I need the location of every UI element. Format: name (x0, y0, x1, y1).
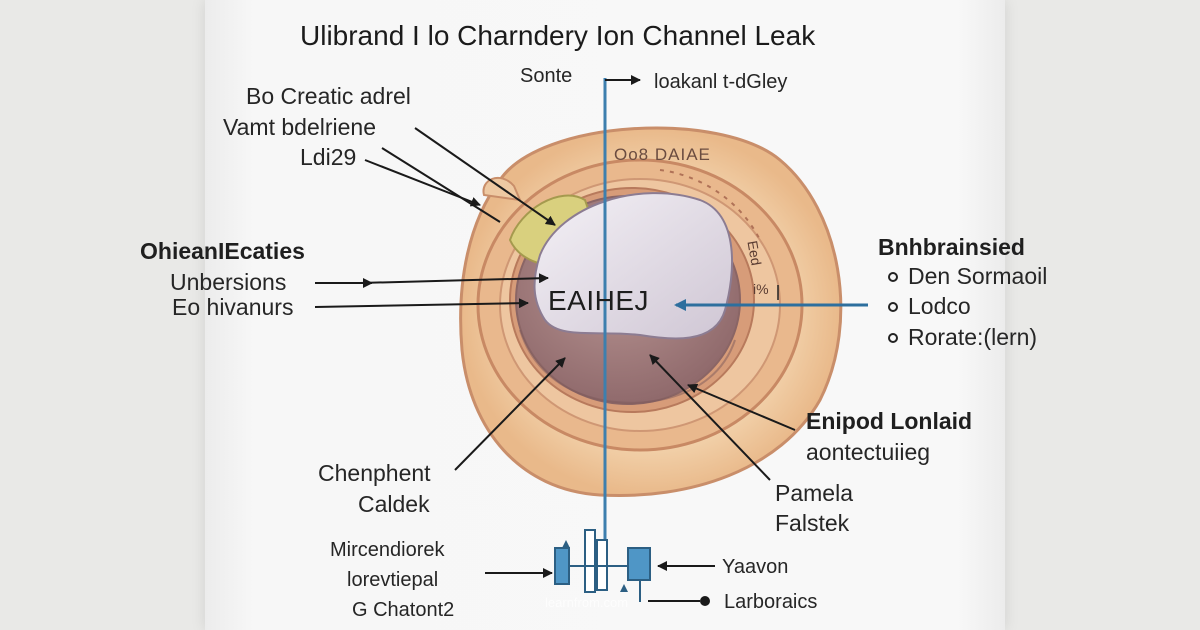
right-list-item-label: Lodco (908, 293, 971, 319)
center-label: EAIHEJ (548, 285, 650, 316)
left-bottom-line2: Caldek (358, 491, 430, 517)
right-pointer (674, 285, 868, 311)
right-top-heading: Bnhbrainsied (878, 234, 1025, 260)
right-bottom-line2: Falstek (775, 510, 850, 536)
leader-arrows (314, 75, 796, 602)
page-title: Ulibrand I lo Charndery Ion Channel Leak (300, 20, 816, 51)
right-mid-line2: aontectuiieg (806, 439, 931, 465)
right-list-item: Rorate:(lern) (888, 326, 1037, 349)
footer-bullet-dot (700, 596, 710, 606)
left-top-line1: Bo Creatic adrel (246, 83, 411, 109)
right-list-item: Den Sormaoil (888, 265, 1047, 288)
right-list-item-label: Den Sormaoil (908, 263, 1048, 289)
left-mid-line3: Eo hivanurs (172, 294, 294, 320)
left-top-line2: Vamt bdelriene (223, 114, 376, 140)
left-mid-line2: Unbersions (170, 269, 287, 295)
ring-text: Oo8 DAIAE (614, 145, 711, 164)
left-bottom-line1: Chenphent (318, 460, 431, 486)
right-bottom-line1: Pamela (775, 480, 853, 506)
ring-side-small: i% (753, 281, 769, 297)
left-mid-line1: OhieanIEcaties (140, 238, 305, 264)
circle-bullet-icon (888, 301, 898, 312)
top-left-label: Sonte (520, 65, 573, 87)
left-footer-line3: G Chatont2 (352, 599, 455, 621)
left-footer-line2: lorevtiepal (347, 569, 439, 591)
ring-side-text: Eed (744, 239, 765, 267)
circle-bullet-icon (888, 271, 898, 282)
circle-bullet-icon (888, 332, 898, 343)
right-footer-line2: Larboraics (724, 591, 818, 613)
top-right-label: loakanl t-dGley (654, 71, 788, 93)
right-mid-line1: Enipod Lonlaid (806, 408, 973, 434)
left-footer-line1: Mircendiorek (330, 539, 445, 561)
right-list-item-label: Rorate:(lern) (908, 324, 1038, 350)
left-top-line3: Ldi29 (300, 144, 357, 170)
watermark: learnfrom.com (545, 595, 629, 610)
ion-channel-icon (554, 529, 651, 602)
right-list-item: Lodco (888, 295, 971, 318)
right-footer-line1: Yaavon (722, 556, 789, 578)
ring-ticks (659, 169, 761, 241)
